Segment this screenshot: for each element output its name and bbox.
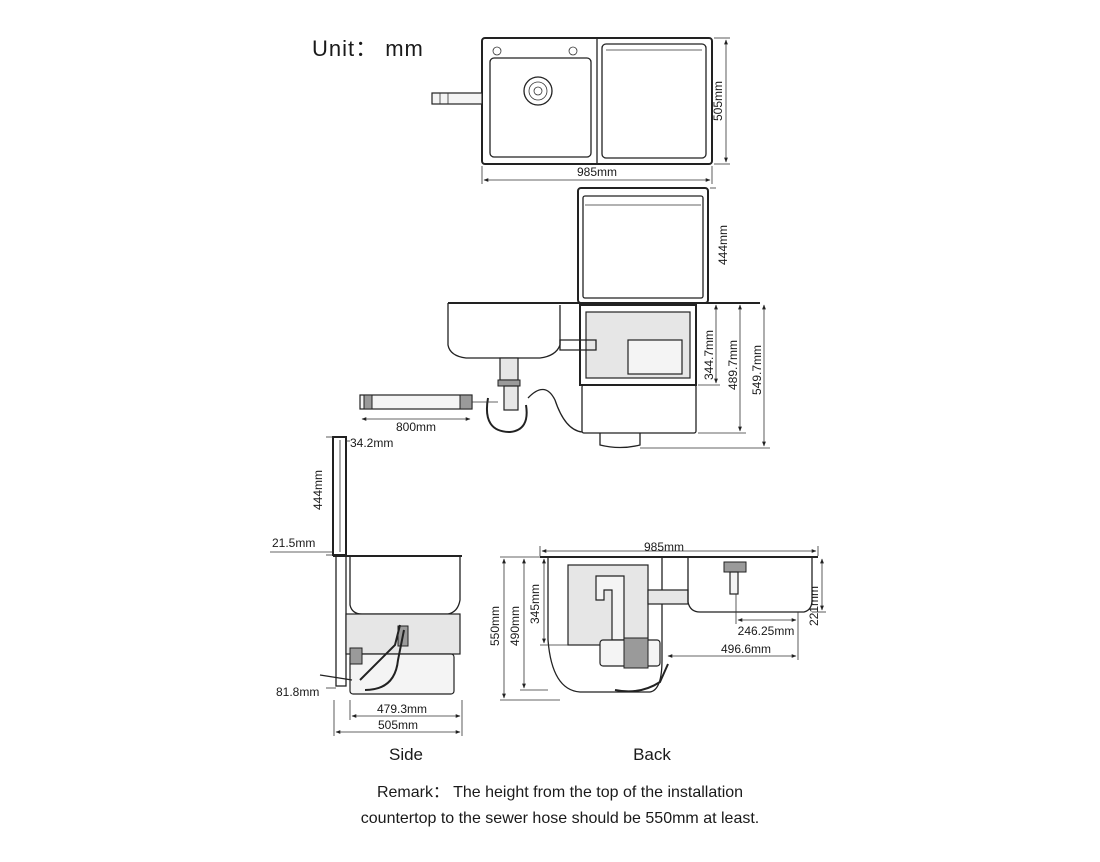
drain-strainer [523,76,553,106]
back-view: 985mm 550mm 490mm 345mm 221mm 246.2 [488,540,826,764]
side-outlet-label: 81.8mm [276,685,319,699]
dishwasher-base [581,384,697,434]
side-inner-depth-label: 479.3mm [377,702,427,716]
back-height-345-label: 345mm [528,584,542,624]
back-sink-bowl [687,557,813,613]
front-view: 444mm 800mm 344.7mm 489.7mm [359,187,770,449]
drain-hose-stub [431,92,483,105]
back-rim-height-label: 221mm [807,586,821,626]
top-view: 985mm 505mm [431,37,730,184]
overall-height-label: 549.7mm [750,345,764,395]
back-outlet-offset-label: 496.6mm [721,642,771,656]
p-trap [486,397,528,434]
side-door-panel [332,436,347,556]
side-sink-bowl [349,556,461,615]
back-machine-body [547,557,663,693]
sink-bowl [489,57,592,158]
remark-line-1: Remark： The height from the top of the i… [377,784,743,801]
remark-line-2: countertop to the sewer hose should be 5… [361,810,759,827]
back-drain-offset-label: 246.25mm [738,624,795,638]
body-height-label: 344.7mm [702,330,716,380]
back-width-label: 985mm [644,540,684,554]
faucet-hole-left [492,46,502,56]
sink-drain [499,357,519,381]
side-drain-hose [359,624,401,681]
door-height-label: 444mm [716,225,730,265]
top-width-label: 985mm [577,165,617,179]
drain-connector [559,339,597,351]
back-drain-hose [614,663,669,693]
total-height-label: 489.7mm [726,340,740,390]
back-height-490-label: 490mm [508,606,522,646]
sink-bowl-front [447,303,561,359]
drain-hose-label: 800mm [396,420,436,434]
faucet-hole-right [568,46,578,56]
side-door-height-label: 444mm [311,470,325,510]
side-view: 34.2mm 444mm 21.5mm 81.8mm 479.3mm 505mm… [270,436,463,764]
back-faucet-cap [723,561,747,573]
side-view-title: Side [389,745,423,764]
sewer-hose [359,394,473,410]
side-door-thickness-label: 34.2mm [350,436,393,450]
side-depth-label: 505mm [378,718,418,732]
side-rim-label: 21.5mm [272,536,315,550]
top-depth-label: 505mm [711,81,725,121]
dishwasher-lid [601,43,707,159]
unit-label: Unit： mm [312,36,424,61]
dishwasher-hose [527,388,583,433]
back-view-title: Back [633,745,671,764]
back-height-550-label: 550mm [488,606,502,646]
